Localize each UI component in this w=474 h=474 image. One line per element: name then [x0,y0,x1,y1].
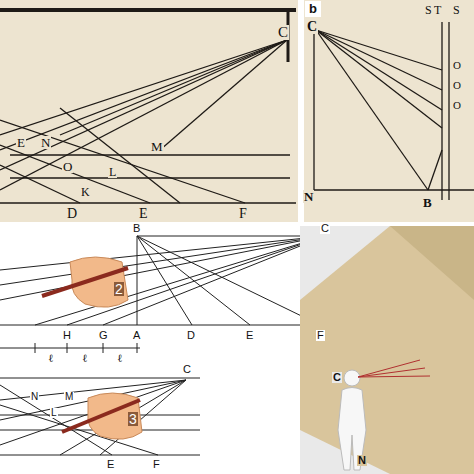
render-background [300,226,474,474]
point-label: S [452,4,461,16]
point-label: N [303,190,314,203]
point-label: K [80,186,91,198]
point-label: E [138,207,149,221]
sight-lines [358,360,430,377]
point-label: C [306,20,318,34]
point-label: C [320,223,330,234]
parchment-panel [304,0,474,222]
point-label: C [277,25,289,40]
point-label: ℓ [81,353,88,364]
point-label: 3 [128,412,138,426]
hand-drawing [62,393,142,439]
point-label: F [316,330,325,341]
point-label: O [62,160,73,173]
point-label: D [66,207,78,221]
point-label: B [422,196,433,209]
floor-plane [300,226,474,474]
point-label: O [452,100,462,111]
woodcut-lines [0,10,296,203]
point-label: L [108,166,117,178]
wall-plane [390,226,474,300]
point-label: A [132,330,141,341]
point-label: C [182,364,192,375]
point-label: S [424,4,433,16]
point-label: L [50,408,58,418]
point-label: D [186,330,196,341]
parchment-panel [0,0,298,222]
point-label: C [332,372,342,383]
construction-lines [0,378,200,455]
point-label: M [150,140,164,153]
construction-lines [0,236,330,353]
human-figure [338,370,366,470]
point-label: G [98,330,109,341]
point-label: E [16,136,26,149]
point-label: ℓ [116,353,123,364]
point-label: E [245,330,254,341]
point-label: N [30,392,39,402]
point-label: O [452,80,462,91]
point-label: b [308,2,318,15]
point-label: F [238,207,248,221]
point-label: N [40,136,51,149]
point-label: H [62,330,72,341]
point-label: 2 [114,282,124,296]
point-label: O [452,60,462,71]
hand-drawing [42,257,128,307]
point-label: ℓ [47,353,54,364]
point-label: M [64,392,74,402]
point-label: F [152,459,161,470]
panel-tag-box [305,1,321,17]
sketch-lines [314,22,474,200]
point-label: E [106,459,115,470]
point-label: T [433,4,442,16]
point-label: B [132,223,141,234]
point-label: N [357,455,367,466]
